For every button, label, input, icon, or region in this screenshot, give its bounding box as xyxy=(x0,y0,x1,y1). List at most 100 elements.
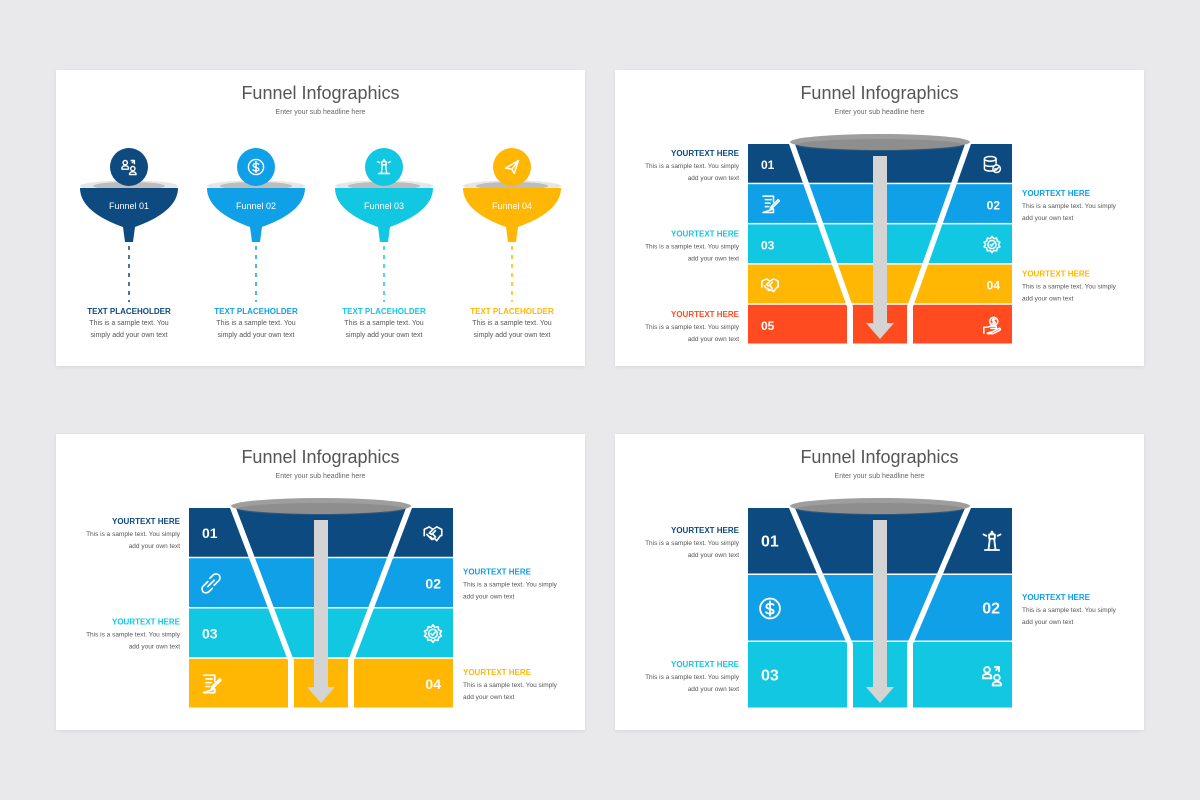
dollar-coin-icon-circle xyxy=(247,158,265,176)
note-body: This is a sample text. You simply xyxy=(645,163,740,170)
slide-3: Funnel Infographics Enter your sub headl… xyxy=(56,434,585,730)
note-heading: YOURTEXT HERE xyxy=(671,660,740,669)
slide-subtitle: Enter your sub headline here xyxy=(834,473,925,480)
note-body: This is a sample text. You simply xyxy=(645,674,740,681)
note-heading: YOURTEXT HERE xyxy=(1022,189,1091,198)
note-body: This is a sample text. You simply xyxy=(645,243,740,250)
note-body: add your own text xyxy=(1022,215,1074,222)
note-heading: YOURTEXT HERE xyxy=(112,517,181,526)
slide-subtitle: Enter your sub headline here xyxy=(275,109,366,116)
note-heading: YOURTEXT HERE xyxy=(1022,270,1091,279)
down-arrow xyxy=(307,520,335,703)
gear-badge-icon-path xyxy=(423,624,443,644)
hand-coin-icon-path xyxy=(991,316,997,327)
slide-4: Funnel Infographics Enter your sub headl… xyxy=(615,434,1144,730)
funnel-label: Funnel 03 xyxy=(364,201,404,211)
slide-1: Funnel Infographics Enter your sub headl… xyxy=(56,70,585,366)
dollar-coin-icon xyxy=(759,597,781,620)
note-heading: YOURTEXT HERE xyxy=(463,668,532,677)
people-swap-icon-path xyxy=(121,165,130,170)
band-number: 02 xyxy=(987,198,1001,212)
funnel-opening xyxy=(790,498,970,514)
document-pen-icon-path xyxy=(762,195,781,214)
note-body: This is a sample text. You simply xyxy=(86,531,181,538)
note-heading: YOURTEXT HERE xyxy=(671,229,740,238)
note-heading: YOURTEXT HERE xyxy=(671,310,740,319)
people-swap-icon-circle xyxy=(129,165,136,172)
lighthouse-icon xyxy=(376,158,392,175)
note-body: add your own text xyxy=(129,543,181,550)
note-body: This is a sample text. You simply xyxy=(463,682,558,689)
hand-coin-icon-path xyxy=(983,325,1002,335)
gear-badge-icon-path xyxy=(989,242,995,247)
slide-title: Funnel Infographics xyxy=(800,83,959,103)
funnel-opening-inner xyxy=(796,503,964,515)
people-swap-icon xyxy=(121,159,137,176)
icon-circle xyxy=(493,148,531,186)
slide-subtitle: Enter your sub headline here xyxy=(275,473,366,480)
funnel-opening-inner xyxy=(237,503,405,515)
people-swap-icon-path xyxy=(991,680,1003,687)
placeholder-body: This is a sample text. You xyxy=(89,320,168,327)
slide-title: Funnel Infographics xyxy=(800,447,959,467)
placeholder-body: This is a sample text. You xyxy=(344,320,423,327)
database-check-icon-path xyxy=(994,166,1000,171)
dollar-coin-icon-path xyxy=(252,160,260,174)
band-number: 05 xyxy=(761,319,775,333)
handshake-icon xyxy=(761,278,779,293)
gear-badge-icon xyxy=(983,235,1001,254)
dollar-coin-icon xyxy=(247,158,265,176)
note-heading: YOURTEXT HERE xyxy=(1022,593,1091,602)
funnel-bowl xyxy=(463,188,561,242)
slide-subtitle: Enter your sub headline here xyxy=(834,109,925,116)
note-heading: YOURTEXT HERE xyxy=(112,618,181,627)
note-body: add your own text xyxy=(129,644,181,651)
text-placeholder-heading: TEXT PLACEHOLDER xyxy=(470,307,554,316)
document-pen-icon xyxy=(762,195,781,214)
note-body: add your own text xyxy=(688,686,740,693)
handshake-icon-path xyxy=(761,278,779,293)
funnel-opening xyxy=(231,498,411,514)
funnel-opening xyxy=(790,134,970,150)
dollar-coin-icon-path xyxy=(765,600,775,617)
note-body: This is a sample text. You simply xyxy=(463,581,558,588)
band-number: 01 xyxy=(761,158,775,172)
people-swap-icon-circle xyxy=(993,673,1001,682)
paper-plane-icon-path xyxy=(504,159,520,175)
band-number: 01 xyxy=(761,534,779,551)
note-body: add your own text xyxy=(688,175,740,182)
people-swap-icon-circle xyxy=(122,159,129,166)
icon-circle xyxy=(110,148,148,186)
lighthouse-icon xyxy=(982,530,1002,551)
document-pen-icon xyxy=(202,674,222,694)
handshake-icon-path xyxy=(423,526,443,542)
note-body: add your own text xyxy=(1022,619,1074,626)
people-swap-icon xyxy=(981,666,1003,687)
funnel-label: Funnel 04 xyxy=(492,201,532,211)
funnel-opening-inner xyxy=(796,139,964,151)
document-pen-icon-path xyxy=(202,674,222,694)
funnel-label: Funnel 02 xyxy=(236,201,276,211)
note-body: This is a sample text. You simply xyxy=(1022,203,1117,210)
funnel-bowl xyxy=(207,188,305,242)
gear-badge-icon xyxy=(423,624,443,644)
note-heading: YOURTEXT HERE xyxy=(463,567,532,576)
placeholder-body: This is a sample text. You xyxy=(216,320,295,327)
band-number: 03 xyxy=(761,668,779,685)
placeholder-body: simply add your own text xyxy=(90,332,167,339)
gear-badge-icon-circle xyxy=(427,628,439,639)
band-number: 03 xyxy=(761,239,775,253)
note-body: add your own text xyxy=(463,593,515,600)
note-body: This is a sample text. You simply xyxy=(645,324,740,331)
note-heading: YOURTEXT HERE xyxy=(671,149,740,158)
note-heading: YOURTEXT HERE xyxy=(671,526,740,535)
slide-2: Funnel Infographics Enter your sub headl… xyxy=(615,70,1144,366)
database-check-icon-circle xyxy=(992,164,1002,174)
placeholder-body: simply add your own text xyxy=(473,332,550,339)
lighthouse-icon-path xyxy=(376,158,392,175)
